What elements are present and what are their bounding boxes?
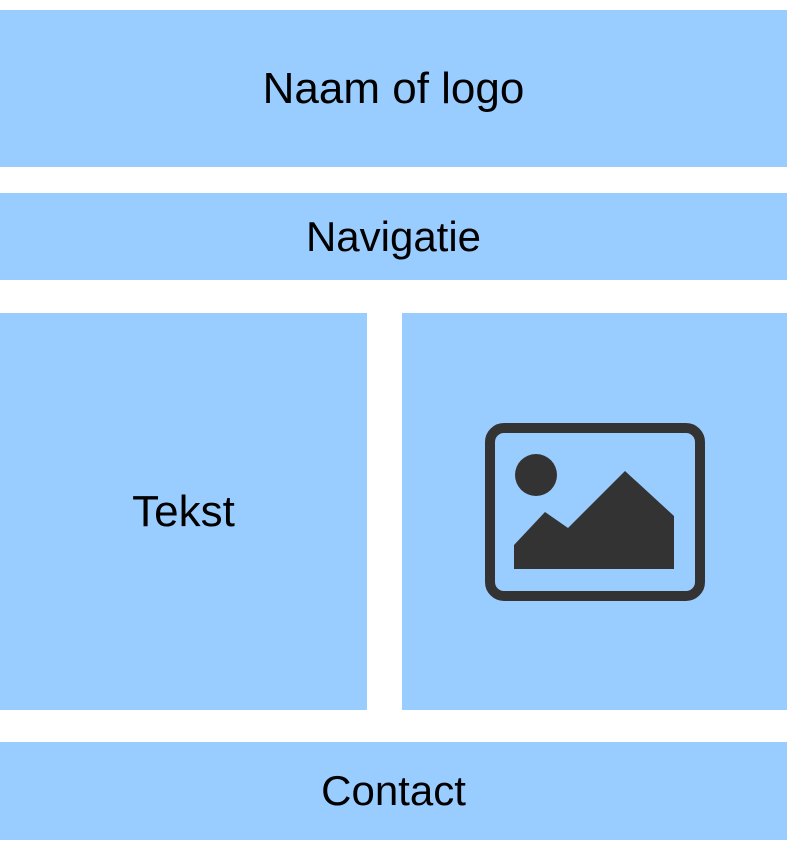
header-label: Naam of logo xyxy=(262,63,525,113)
text-block: Tekst xyxy=(0,313,367,710)
footer-label: Contact xyxy=(321,767,466,814)
text-label: Tekst xyxy=(132,486,235,536)
navigation-label: Navigatie xyxy=(305,212,482,260)
image-icon-mountains xyxy=(513,470,674,569)
image-icon xyxy=(484,422,705,601)
header-block: Naam of logo xyxy=(0,10,787,167)
footer-block: Contact xyxy=(0,742,787,840)
image-icon-sun xyxy=(514,453,557,496)
image-icon-frame xyxy=(484,422,705,601)
image-block xyxy=(402,313,787,710)
navigation-block: Navigatie xyxy=(0,193,787,280)
